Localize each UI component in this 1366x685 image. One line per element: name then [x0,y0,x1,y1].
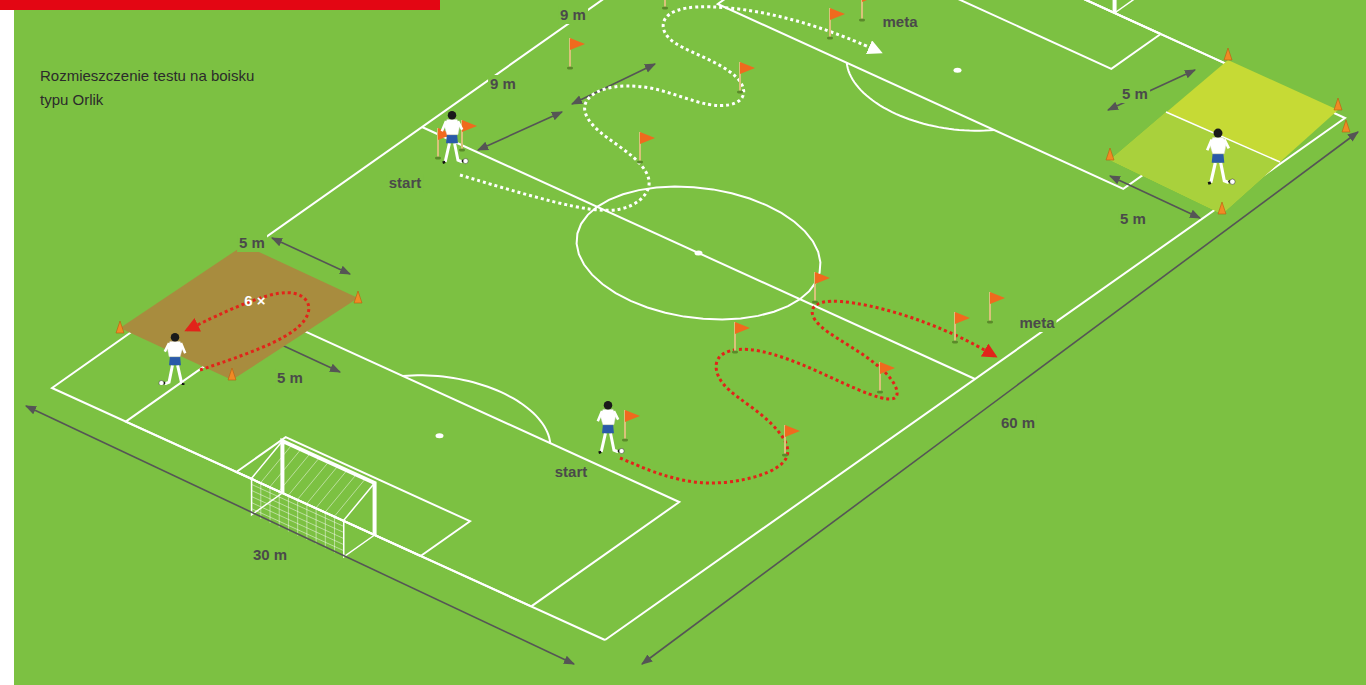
corner-flag [987,292,1005,324]
dimension-arrow [478,112,562,150]
dimension-arrow [642,132,1358,664]
dribble-path [460,7,880,211]
diagram-label: 5 m [275,369,305,387]
cone [1334,98,1342,110]
title: Rozmieszczenie testu na boisku typu Orli… [40,64,280,112]
pitch-boundary [52,0,1345,640]
yellow-test-area [1110,60,1338,214]
diagram-label: 5 m [1120,85,1150,103]
player [1207,129,1235,185]
cone [228,368,236,380]
area-shape [115,240,365,385]
goal [252,441,375,557]
diagram-label: start [387,174,424,192]
corner-flag [459,120,477,152]
diagram-label: start [553,463,590,481]
dimension-arrow [572,64,655,104]
diagram-label: meta [1017,314,1056,332]
diagram-label: 30 m [251,546,289,564]
corner-flag [622,410,640,442]
diagram-label: 5 m [237,234,267,252]
cone [116,321,124,333]
corner-flag [812,272,830,304]
corner-flag [877,362,895,394]
penalty-spot [436,433,444,438]
cone [1106,148,1114,160]
dimension-arrow [1108,70,1195,110]
corner-flag [827,8,845,40]
penalty-arc [847,63,995,131]
goal-area [236,437,470,556]
player [159,333,185,385]
penalty-arc [402,375,550,443]
diagram-label: 9 m [558,6,588,24]
corner-flag [952,312,970,344]
penalty-spot [954,68,962,73]
dribble-path [620,301,995,483]
diagram-label: 9 m [488,75,518,93]
player [442,111,468,164]
corner-flag [662,0,680,10]
diagram-label: 5 m [1118,210,1148,228]
goal [1022,0,1145,13]
corner-flag [732,322,750,354]
repetition-count: 6 × [244,292,265,309]
diagram-label: 60 m [999,414,1037,432]
corner-flag [637,132,655,164]
player [598,401,624,454]
cone [1224,48,1232,60]
cone [1342,120,1350,132]
centre-circle [577,186,821,319]
drill-area: 6 × [115,240,365,385]
pitch-lines [52,0,1345,640]
goal-area [927,0,1161,69]
dimension-arrow [26,406,574,664]
header-bar [0,0,440,10]
page-margin [0,0,14,685]
corner-flag [782,425,800,457]
cone [354,291,362,303]
halfway-line [422,127,975,379]
corner-flag [567,38,585,70]
corner-flag [859,0,877,22]
cone [1218,202,1226,214]
diagram-label: meta [880,13,919,31]
centre-spot [695,251,703,256]
corner-flag [737,62,755,94]
